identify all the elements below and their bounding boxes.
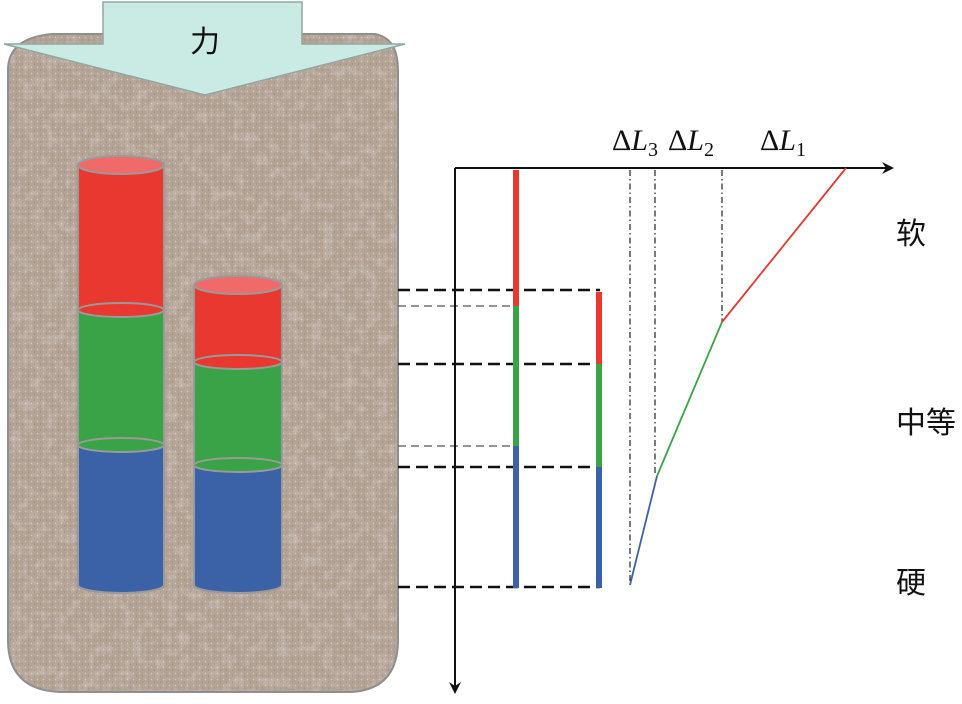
force-arrow-shape xyxy=(3,1,406,96)
bar-compressed-medium xyxy=(596,364,602,467)
delta-labels: ΔL3 ΔL2 ΔL1 xyxy=(612,124,806,161)
cylinder-tall-hard xyxy=(78,445,164,585)
axes xyxy=(449,162,894,694)
cylinder-tall-medium-hard-boundary xyxy=(77,437,165,453)
cylinder-short-medium xyxy=(194,362,282,465)
bar-compressed-hard xyxy=(596,467,602,588)
curve-medium-segment xyxy=(656,321,723,477)
delta-reference-lines xyxy=(629,170,723,585)
cylinder-tall-soft-medium-boundary xyxy=(77,302,165,318)
soil-outline xyxy=(7,33,399,693)
cylinder-short-soft xyxy=(194,285,282,362)
projection-lines xyxy=(398,288,600,589)
delta-l3-label: ΔL3 xyxy=(612,124,658,161)
cylinder-short-medium-hard-boundary xyxy=(193,457,283,473)
force-arrow: 力 xyxy=(3,1,406,96)
column-bar-compressed xyxy=(596,292,602,588)
column-bar-original xyxy=(513,170,519,588)
cylinder-short-hard xyxy=(194,465,282,585)
cylinder-tall xyxy=(77,155,165,594)
layer-labels: 软 中等 硬 xyxy=(896,217,956,601)
bar-compressed-soft xyxy=(596,292,602,364)
displacement-curve xyxy=(629,167,847,586)
bar-original-hard xyxy=(513,446,519,588)
cylinder-tall-soft xyxy=(78,165,164,310)
layer-label-hard: 硬 xyxy=(896,566,926,601)
curve-hard-segment xyxy=(629,475,658,586)
cylinder-short xyxy=(193,275,283,594)
layer-label-medium: 中等 xyxy=(896,406,956,441)
cylinder-tall-bottom xyxy=(78,577,164,593)
bar-original-soft xyxy=(513,170,519,306)
cylinder-short-soft-medium-boundary xyxy=(193,354,283,370)
cylinder-short-bottom xyxy=(194,577,282,593)
cylinder-short-top xyxy=(193,275,283,295)
delta-l1-label: ΔL1 xyxy=(760,124,806,161)
cylinder-tall-medium xyxy=(78,310,164,445)
cylinder-tall-top xyxy=(77,155,165,175)
curve-soft-segment xyxy=(721,167,847,323)
bar-original-medium xyxy=(513,306,519,446)
force-label: 力 xyxy=(190,25,220,60)
layer-label-soft: 软 xyxy=(896,217,926,252)
delta-l2-label: ΔL2 xyxy=(668,124,714,161)
